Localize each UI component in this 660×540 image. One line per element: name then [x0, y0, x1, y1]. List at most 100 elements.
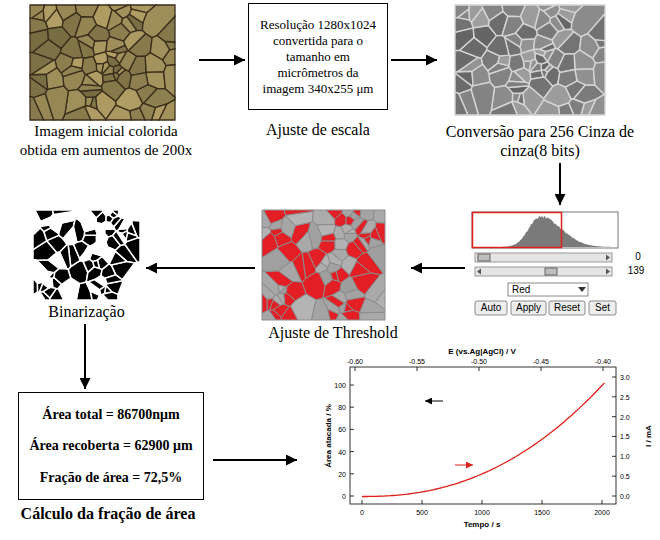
grain — [544, 84, 571, 107]
grain — [33, 210, 41, 225]
image-caption: Conversão para 256 Cinza de cinza(8 bits… — [440, 122, 640, 160]
grain — [113, 73, 119, 81]
widget-text: 40 — [338, 448, 346, 455]
grain — [127, 14, 143, 30]
flow-arrow — [411, 267, 465, 269]
grain — [112, 210, 119, 216]
grain — [331, 249, 348, 261]
tick — [422, 500, 423, 504]
tick — [417, 367, 418, 371]
grain — [78, 85, 102, 92]
tick — [612, 416, 616, 417]
grain — [109, 251, 126, 265]
widget-text: 20 — [338, 470, 346, 477]
flow-arrow — [199, 59, 245, 61]
grain — [40, 225, 50, 231]
grain — [77, 35, 95, 49]
grain — [458, 57, 483, 71]
dropdown-box — [508, 283, 588, 296]
tick — [612, 476, 616, 477]
threshold-widget: 0139RedAutoApplyResetSet — [468, 208, 650, 320]
grain — [541, 70, 547, 78]
widget-text: Área atacada / % — [325, 404, 333, 468]
widget-text: 80 — [338, 404, 346, 411]
grain — [40, 283, 49, 292]
grain — [277, 293, 285, 305]
grain — [125, 238, 140, 262]
grain — [537, 5, 556, 11]
grain — [31, 60, 57, 75]
tick — [542, 500, 543, 504]
axis-pointer — [455, 465, 473, 466]
box-text: Resolução 1280x1024 convertida para o ta… — [258, 17, 378, 97]
flow-arrow — [213, 459, 297, 461]
grain — [107, 56, 119, 67]
binary-image-ground — [33, 210, 140, 300]
grain — [270, 229, 282, 237]
widget-text: I / mA — [645, 425, 653, 447]
grain — [132, 275, 140, 293]
threshold-image-ground — [262, 210, 385, 320]
flow-arrow — [559, 163, 561, 205]
widget-text: 2.0 — [620, 413, 630, 420]
grain — [82, 57, 96, 75]
box-text: Fração de área = 72,5% — [27, 469, 195, 486]
grain — [30, 96, 44, 120]
slider-track — [475, 267, 612, 276]
box-text: Área total = 86700nμm — [27, 406, 195, 423]
grain — [269, 300, 280, 310]
widget-text: -0.55 — [409, 358, 425, 365]
widget-text: 2000 — [594, 509, 610, 516]
widget-text: 1.0 — [620, 453, 630, 460]
widget-text: 0 — [635, 252, 641, 262]
grain — [105, 275, 122, 284]
plot-frame — [350, 367, 616, 504]
threshold-image — [262, 210, 385, 320]
grain — [455, 92, 468, 115]
grain — [326, 210, 342, 219]
tick — [355, 367, 356, 371]
grain — [534, 35, 553, 50]
grain — [50, 214, 62, 233]
binary-image — [33, 210, 140, 300]
data-curve — [362, 383, 604, 497]
grain — [81, 222, 97, 232]
grain — [345, 289, 365, 300]
tick — [350, 385, 354, 386]
grain — [89, 210, 102, 218]
image-panel: Ajuste de Threshold — [258, 207, 408, 342]
grain — [129, 73, 148, 91]
grain — [33, 260, 48, 280]
grain — [159, 100, 175, 120]
grain — [90, 97, 97, 109]
grain — [319, 270, 332, 285]
image-space — [16, 4, 196, 122]
grain — [157, 16, 175, 42]
grain — [455, 5, 470, 18]
grain — [559, 5, 584, 13]
box-outline: Resolução 1280x1024 convertida para o ta… — [248, 3, 388, 110]
grain — [30, 18, 48, 33]
grain — [103, 292, 118, 300]
grain — [30, 74, 48, 89]
grain — [262, 210, 271, 228]
grain — [116, 88, 143, 111]
grain — [367, 244, 385, 273]
slider-arrows — [477, 269, 610, 275]
grain — [45, 86, 68, 120]
grain — [350, 261, 371, 277]
widget-text: 139 — [628, 266, 645, 276]
widget-text: 0.5 — [620, 473, 630, 480]
image-caption: Imagem inicial colorida obtida em aument… — [16, 122, 196, 160]
grain — [296, 231, 313, 252]
grain — [63, 227, 77, 245]
slider-thumb — [478, 254, 490, 261]
widget-text: Red — [512, 285, 530, 295]
chart: E (vs.Ag|AgCl) / V-0.60-0.55-0.50-0.45-0… — [300, 343, 655, 533]
gray-micrograph-ground — [455, 5, 605, 115]
grain — [504, 33, 521, 47]
widget-text: -0.40 — [595, 358, 611, 365]
tick — [603, 367, 604, 371]
widget-text: Apply — [516, 303, 541, 313]
